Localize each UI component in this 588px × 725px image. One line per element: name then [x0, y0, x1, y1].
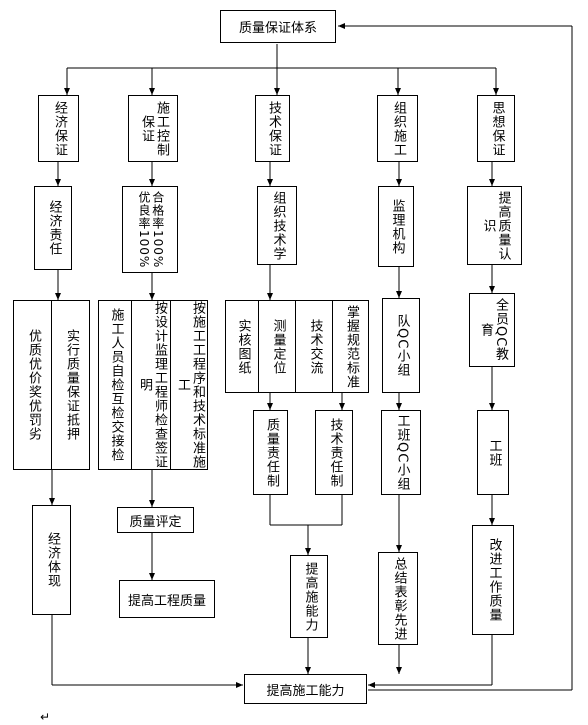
tech-col-4-label: 掌握规范标准 — [343, 304, 359, 389]
branch-technical-label: 技术保证 — [265, 100, 281, 157]
tech-org-label: 组织技术学 — [270, 190, 286, 261]
tech-org: 组织技术学 — [257, 186, 297, 265]
org-qc-team-label: 队QC小组 — [394, 313, 410, 378]
constr-assess-label: 质量评定 — [129, 514, 182, 530]
constr-improve-label: 提高工程质量 — [127, 593, 206, 609]
org-summary-label: 总结表彰先进 — [391, 556, 407, 641]
econ-col-2: 实行质量保证抵押 — [51, 300, 90, 470]
idea-qc-education: 全员QC教育 — [469, 293, 515, 367]
tech-col-1: 实核图纸 — [225, 300, 259, 393]
constr-col-1: 施工人员自检互检交接检 — [98, 300, 132, 470]
tech-technical-responsibility: 技术责任制 — [315, 410, 353, 495]
idea-improve-label: 改进工作质量 — [486, 538, 502, 622]
branch-ideology-label: 思想保证 — [489, 100, 505, 157]
org-squad-qc: 工班QC小组 — [381, 410, 421, 495]
constr-col-3-label: 按施工工程序和技术标准施工 — [175, 301, 205, 469]
tech-col-3-label: 技术交流 — [307, 318, 323, 375]
org-summary: 总结表彰先进 — [378, 552, 418, 645]
econ-responsibility: 经济责任 — [34, 186, 72, 270]
idea-improve-work: 改进工作质量 — [472, 525, 514, 635]
econ-reflect-label: 经济体现 — [44, 532, 60, 588]
tech-ability: 提高施能力 — [290, 555, 328, 638]
econ-col-1-label: 优质优价奖优罚劣 — [25, 329, 41, 441]
idea-squad: 工班 — [477, 410, 509, 495]
tech-col-2: 测量定位 — [258, 300, 296, 393]
branch-ideology: 思想保证 — [477, 95, 515, 162]
tech-col-4: 掌握规范标准 — [332, 300, 369, 393]
branch-economic: 经济保证 — [38, 95, 79, 162]
idea-awareness-label: 提高质量认识 — [480, 190, 511, 261]
econ-reflect: 经济体现 — [32, 505, 71, 615]
constr-col-3: 按施工工程序和技术标准施工 — [170, 300, 208, 470]
tech-quality-label: 质量责任制 — [263, 417, 279, 488]
idea-awareness: 提高质量认识 — [467, 186, 522, 265]
branch-organization: 组织施工 — [377, 95, 418, 162]
return-mark: ↵ — [40, 710, 51, 724]
branch-technical: 技术保证 — [255, 95, 290, 162]
tech-quality-responsibility: 质量责任制 — [253, 410, 288, 495]
branch-economic-label: 经济保证 — [51, 100, 67, 157]
org-monitor-label: 监理机构 — [389, 198, 405, 255]
constr-improve: 提高工程质量 — [119, 580, 215, 618]
constr-rate: 合格率100%优良率100% — [122, 186, 178, 273]
branch-construction-control: 施工控制保证 — [128, 95, 178, 162]
branch-construction-label: 施工控制保证 — [139, 100, 169, 157]
constr-col-1-label: 施工人员自检互检交接检 — [108, 308, 124, 462]
tech-col-2-label: 测量定位 — [270, 318, 286, 375]
tech-col-3: 技术交流 — [295, 300, 333, 393]
econ-col-1: 优质优价奖优罚劣 — [13, 300, 52, 470]
idea-squad-label: 工班 — [486, 438, 502, 467]
tech-ability-label: 提高施能力 — [302, 561, 318, 632]
tech-col-1-label: 实核图纸 — [235, 318, 251, 375]
econ-responsibility-label: 经济责任 — [46, 200, 62, 256]
tech-techresp-label: 技术责任制 — [327, 417, 343, 488]
bottom-result-label: 提高施工能力 — [266, 683, 345, 699]
org-qc-team: 队QC小组 — [382, 298, 420, 393]
org-squad-qc-label: 工班QC小组 — [394, 413, 410, 492]
constr-col-2-label: 按设计监理工程师检查签证明 — [137, 301, 167, 469]
branch-organization-label: 组织施工 — [390, 100, 406, 157]
bottom-result: 提高施工能力 — [244, 674, 367, 704]
constr-assess: 质量评定 — [117, 507, 194, 533]
title-box: 质量保证体系 — [220, 10, 336, 43]
idea-qc-education-label: 全员QC教育 — [478, 298, 508, 362]
title-text: 质量保证体系 — [238, 21, 317, 36]
constr-col-2: 按设计监理工程师检查签证明 — [131, 300, 171, 470]
econ-col-2-label: 实行质量保证抵押 — [63, 329, 79, 441]
constr-rate-label: 合格率100%优良率100% — [137, 190, 165, 269]
org-monitor: 监理机构 — [378, 186, 414, 267]
